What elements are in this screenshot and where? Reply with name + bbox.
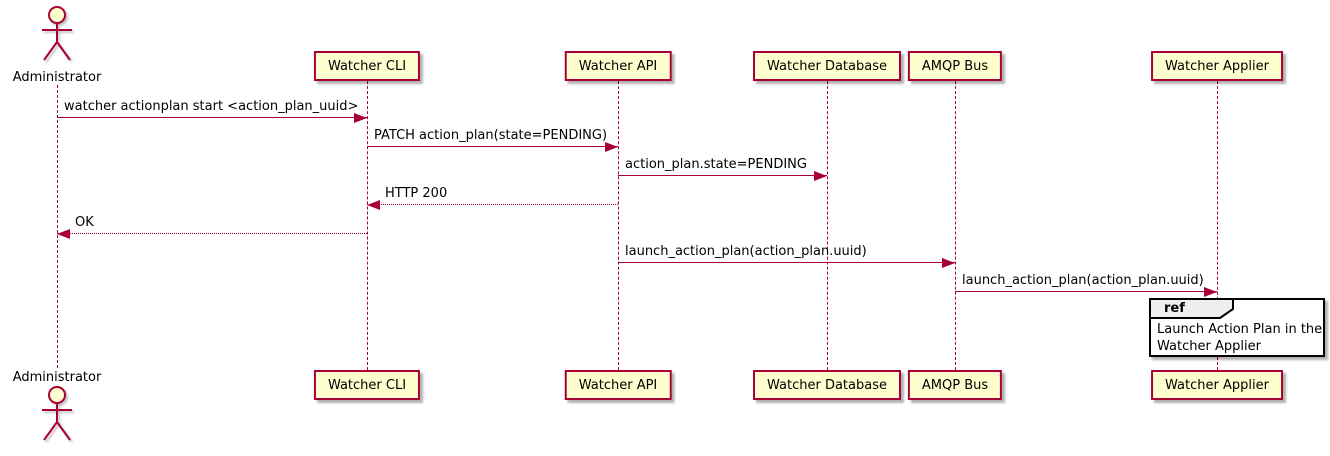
participant-watcher-database-bottom: Watcher Database [753,370,901,400]
lifeline-watcher-cli [367,81,368,370]
participant-label: Watcher Applier [1165,377,1269,393]
participant-label: Watcher API [578,377,658,393]
actor-administrator-top-label: Administrator [12,70,102,85]
participant-watcher-api-top: Watcher API [564,51,672,81]
participant-watcher-database-top: Watcher Database [753,51,901,81]
message-5-arrowhead-icon [57,229,70,239]
message-3-label: action_plan.state=PENDING [625,157,807,172]
participant-label: Watcher CLI [327,58,407,74]
participant-watcher-cli-bottom: Watcher CLI [313,370,421,400]
participant-amqp-bus-top: AMQP Bus [907,51,1003,81]
participant-watcher-applier-bottom: Watcher Applier [1151,370,1283,400]
message-7-arrowhead-icon [1204,287,1217,297]
lifeline-watcher-database [827,81,828,370]
participant-label: Watcher API [578,58,658,74]
ref-header-pentagon-icon [1149,298,1234,319]
participant-watcher-applier-top: Watcher Applier [1151,51,1283,81]
message-2-line [367,146,618,147]
actor-stick-figure-icon [42,6,72,61]
actor-stick-figure-icon [42,386,72,441]
lifeline-watcher-api [618,81,619,370]
message-5-label: OK [75,215,94,230]
participant-label: Watcher Applier [1165,58,1269,74]
lifeline-amqp-bus [955,81,956,370]
lifeline-administrator [57,85,58,368]
actor-administrator-bottom-label: Administrator [12,370,102,385]
participant-label: AMQP Bus [921,58,989,74]
participant-label: Watcher Database [767,58,887,74]
ref-text-line: Launch Action Plan in the [1157,322,1323,337]
message-3-line [618,175,827,176]
actor-administrator-top-figure [37,5,77,67]
participant-label: Watcher Database [767,377,887,393]
message-7-line [955,291,1217,292]
ref-text-line: Watcher Applier [1157,339,1261,354]
message-5-line [57,233,367,234]
message-2-arrowhead-icon [605,142,618,152]
participant-label: Watcher CLI [327,377,407,393]
participant-label: AMQP Bus [921,377,989,393]
participant-amqp-bus-bottom: AMQP Bus [907,370,1003,400]
actor-administrator-bottom-figure [37,385,77,447]
message-2-label: PATCH action_plan(state=PENDING) [374,128,608,143]
message-3-arrowhead-icon [814,171,827,181]
message-1-label: watcher actionplan start <action_plan_uu… [64,99,359,114]
message-4-arrowhead-icon [367,200,380,210]
message-4-label: HTTP 200 [385,186,448,201]
participant-watcher-api-bottom: Watcher API [564,370,672,400]
message-7-label: launch_action_plan(action_plan.uuid) [962,273,1204,288]
message-1-line [57,117,367,118]
message-4-line [367,204,618,205]
lifeline-watcher-applier [1217,81,1218,370]
message-1-arrowhead-icon [354,113,367,123]
ref-keyword: ref [1164,301,1185,316]
message-6-label: launch_action_plan(action_plan.uuid) [625,244,867,259]
message-6-line [618,262,955,263]
message-6-arrowhead-icon [942,258,955,268]
participant-watcher-cli-top: Watcher CLI [313,51,421,81]
